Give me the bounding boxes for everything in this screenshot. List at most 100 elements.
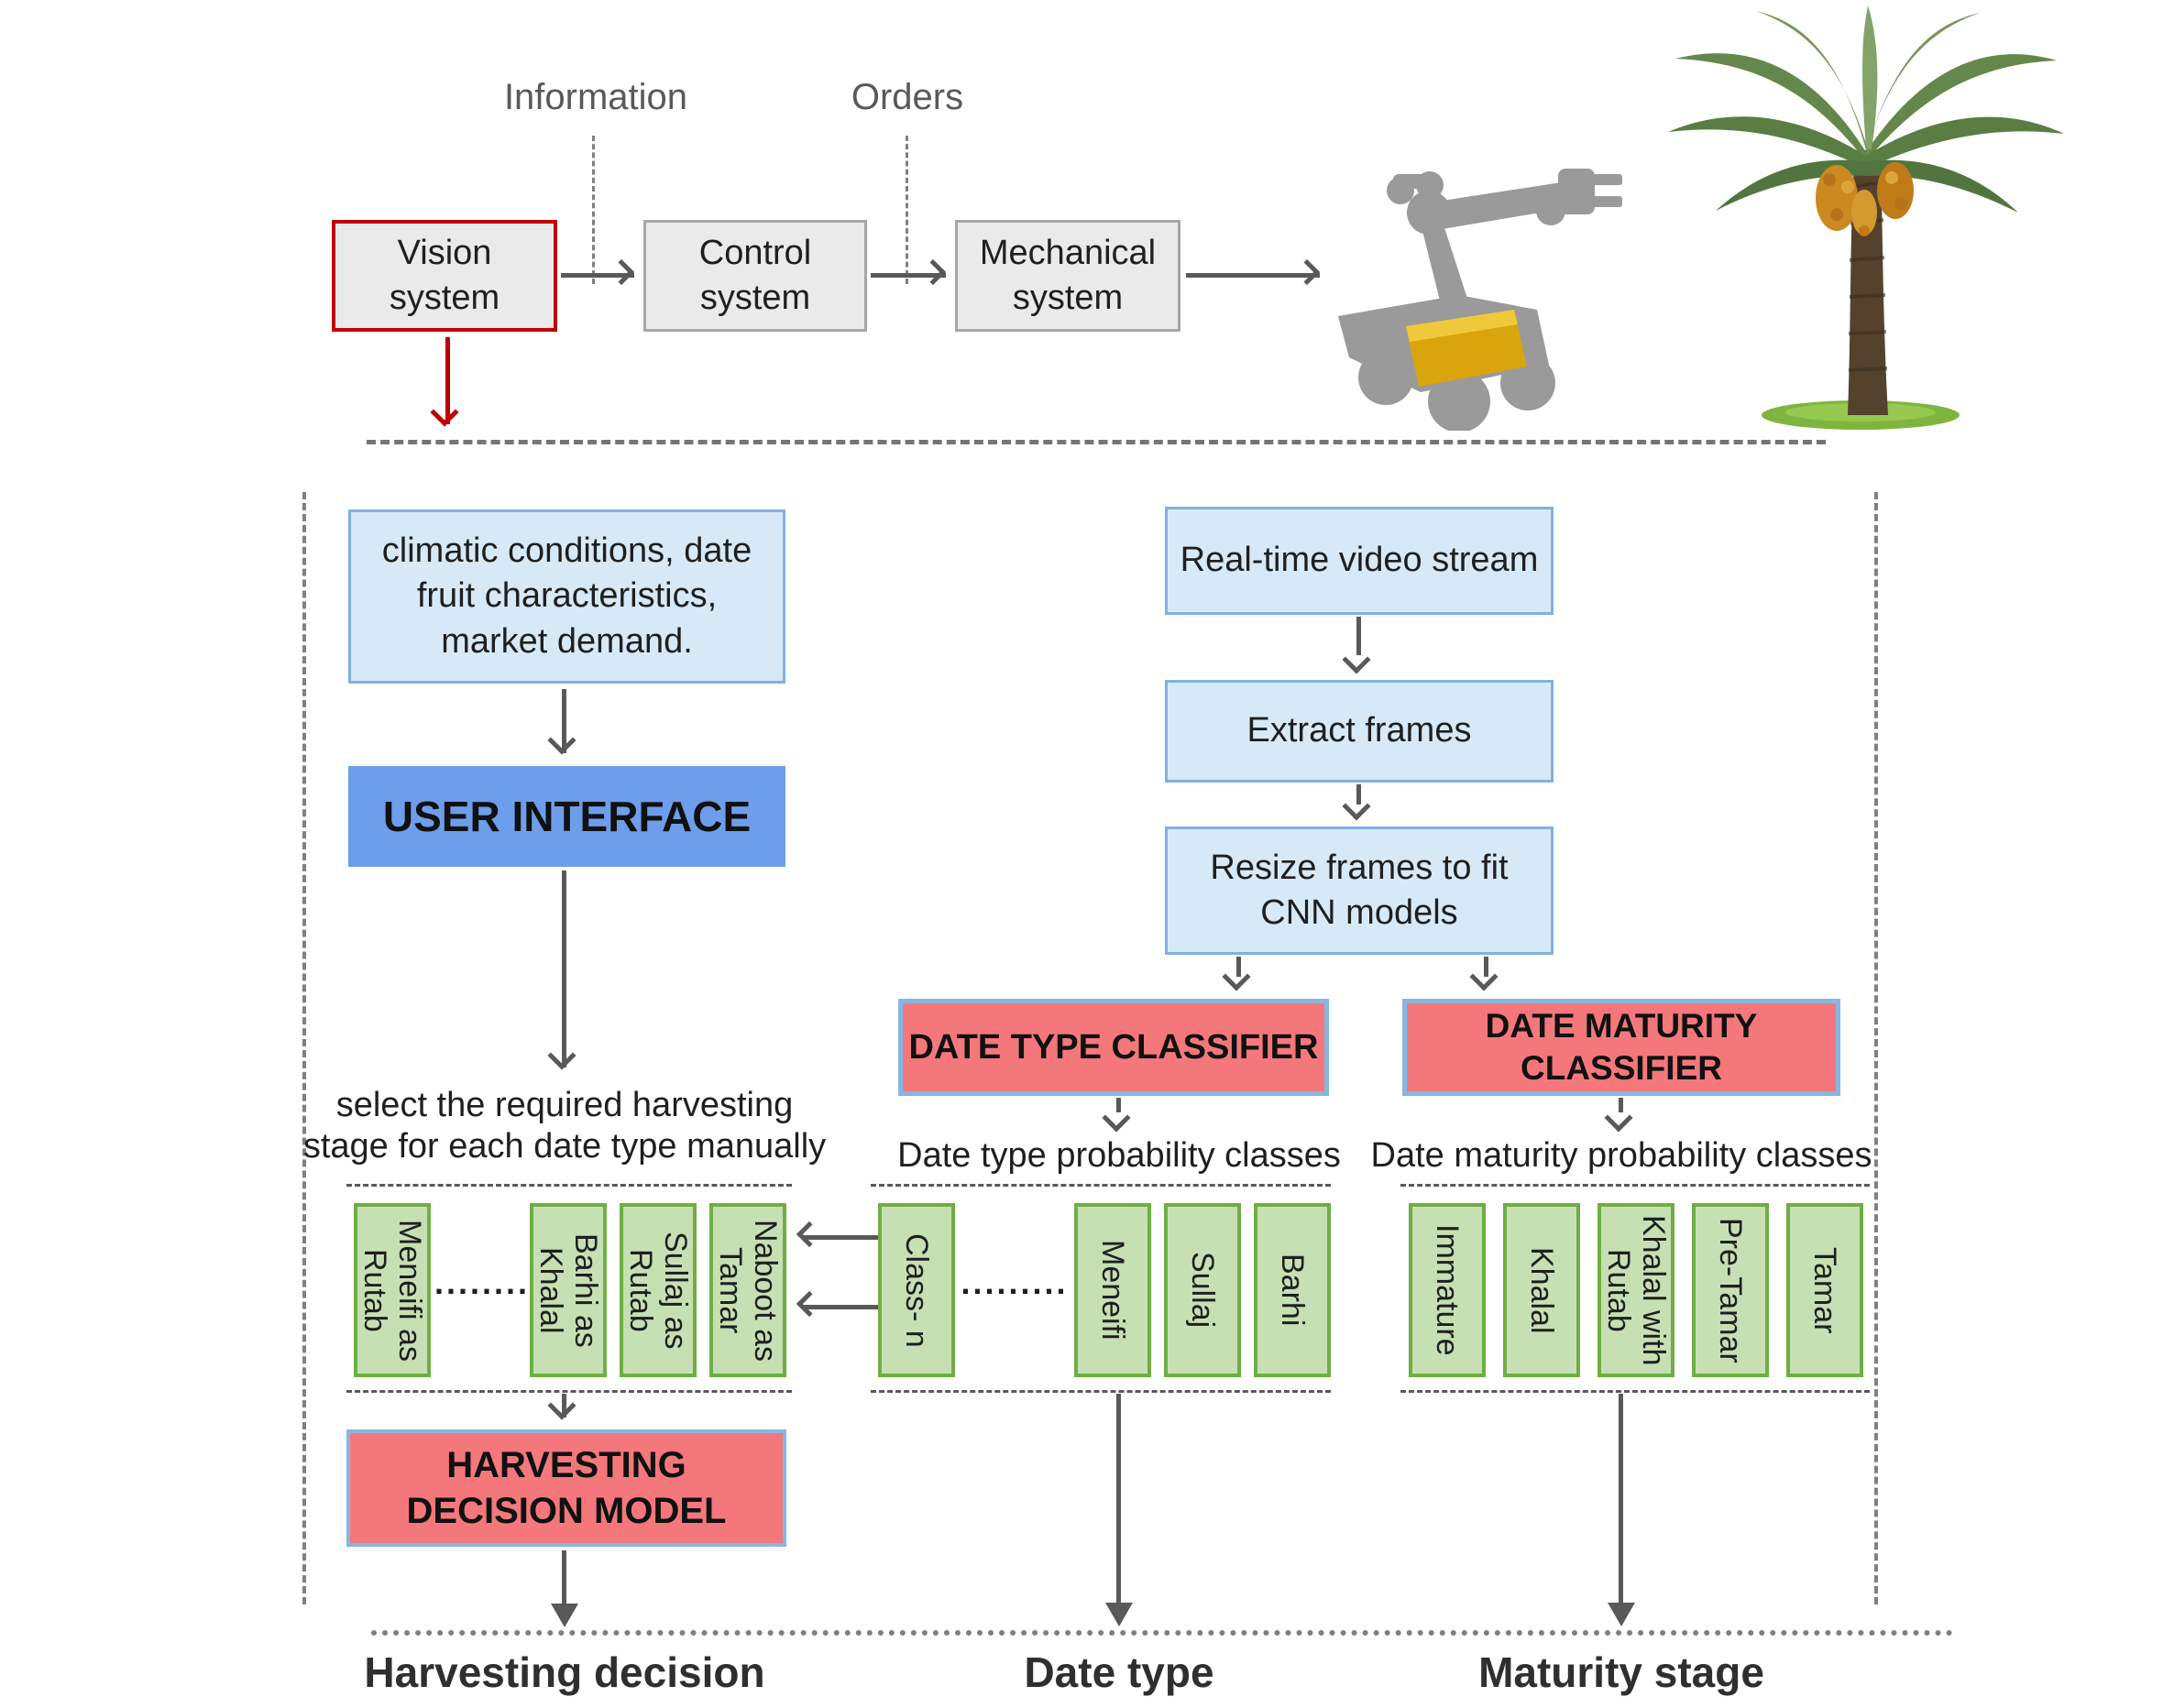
harvest-class-label: Meneifi as Rutab [357, 1219, 428, 1362]
date-type-classifier-label: DATE TYPE CLASSIFIER [908, 1027, 1319, 1067]
type-class-label: Sullaj [1185, 1252, 1221, 1329]
type-class-label: Class- n [899, 1232, 935, 1348]
vision-system-label: Vision system [389, 233, 500, 317]
arrow-head-down-icon [1222, 962, 1251, 991]
arrow-head-down-icon [547, 726, 576, 755]
harvesting-decision-model-box: HARVESTING DECISION MODEL [346, 1429, 786, 1547]
arrow-shaft [1186, 273, 1320, 278]
harvesting-decision-model-label: HARVESTING DECISION MODEL [406, 1445, 727, 1531]
arrow-head-down-icon [1102, 1103, 1131, 1133]
vision-system-box: Vision system [332, 220, 557, 332]
type-class-box: Meneifi [1074, 1203, 1151, 1377]
user-interface-box: USER INTERFACE [348, 766, 785, 867]
vision-subsystem-right-border [1874, 492, 1878, 1604]
maturity-class-label: Khalal [1524, 1246, 1560, 1334]
maturity-class-box: Immature [1409, 1203, 1486, 1377]
arrow-shaft [1116, 1394, 1121, 1604]
user-interface-label: USER INTERFACE [382, 793, 752, 840]
arrow-head-down-icon [1604, 1103, 1633, 1133]
mechanical-system-label: Mechanical system [979, 233, 1157, 317]
arrow-head-down-icon [1342, 792, 1371, 821]
control-system-box: Control system [643, 220, 867, 332]
arrow-shaft [1619, 1394, 1623, 1604]
arrow-head-down-icon [1342, 645, 1371, 674]
harvesting-decision-output-label: Harvesting decision [364, 1648, 765, 1696]
arrow-head-down-icon [547, 1041, 576, 1070]
date-type-output-label: Date type [1024, 1648, 1214, 1696]
climatic-conditions-box: climatic conditions, date fruit characte… [348, 509, 785, 684]
select-harvesting-stage-text: select the required harvesting stage for… [302, 1086, 827, 1166]
maturity-stage-output-label: Maturity stage [1478, 1648, 1764, 1696]
control-system-label: Control system [698, 233, 812, 317]
arrow-shaft [871, 273, 946, 278]
harvest-class-box: Meneifi as Rutab [354, 1203, 431, 1377]
maturity-class-row: Immature Khalal Khalal with Rutab Pre-Ta… [1400, 1184, 1870, 1393]
orders-label: Orders [851, 77, 964, 117]
arrow-shaft [562, 1550, 566, 1605]
maturity-class-label: Immature [1430, 1224, 1466, 1356]
maturity-class-label: Khalal with Rutab [1601, 1214, 1672, 1366]
arrow-head-right-icon [608, 258, 635, 286]
maturity-class-label: Pre-Tamar [1713, 1217, 1749, 1363]
type-class-label: Meneifi [1095, 1240, 1131, 1341]
resize-frames-label: Resize frames to fit CNN models [1210, 848, 1509, 932]
output-dotted-line [371, 1630, 1953, 1636]
ellipsis-dots: ......... [961, 1264, 1069, 1301]
harvest-class-label: Naboot as Tamar [713, 1219, 784, 1362]
maturity-class-box: Tamar [1786, 1203, 1863, 1377]
harvest-class-box: Naboot as Tamar [709, 1203, 786, 1377]
date-maturity-classifier-box: DATE MATURITY CLASSIFIER [1402, 999, 1840, 1096]
arrow-shaft [1356, 784, 1361, 805]
arrow-head-left-icon [796, 1290, 823, 1318]
arrow-shaft [561, 273, 634, 278]
maturity-class-box: Pre-Tamar [1692, 1203, 1769, 1377]
vision-subsystem-left-border [302, 492, 306, 1604]
mechanical-system-box: Mechanical system [955, 220, 1180, 332]
arrow-head-down-icon [1469, 962, 1499, 991]
arrow-shaft [562, 1394, 566, 1418]
arrow-head-filled-icon [1105, 1603, 1133, 1626]
section-separator-dashed-line [367, 440, 1826, 444]
arrow-shaft [1116, 1098, 1121, 1112]
harvest-class-label: Sullaj as Rutab [623, 1231, 694, 1350]
harvest-class-box: Barhi as Khalal [530, 1203, 607, 1377]
maturity-class-label: Tamar [1807, 1246, 1843, 1334]
realtime-video-stream-box: Real-time video stream [1165, 507, 1554, 615]
arrow-shaft [1484, 957, 1488, 977]
arrow-head-filled-icon [1608, 1603, 1635, 1626]
date-type-prob-label: Date type probability classes [897, 1136, 1341, 1175]
arrow-shaft [1236, 957, 1241, 977]
information-dashed-line [592, 136, 595, 284]
arrow-head-left-icon [796, 1221, 823, 1248]
arrow-shaft [1619, 1098, 1623, 1112]
realtime-video-stream-label: Real-time video stream [1180, 541, 1539, 580]
extract-frames-box: Extract frames [1165, 680, 1554, 783]
arrow-shaft [562, 689, 566, 753]
harvest-class-label: Barhi as Khalal [533, 1232, 604, 1348]
maturity-class-box: Khalal with Rutab [1598, 1203, 1674, 1377]
harvesting-robot-icon [1338, 169, 1622, 431]
arrow-shaft [445, 337, 450, 424]
arrow-head-down-icon [430, 398, 459, 427]
type-class-box: Class- n [878, 1203, 955, 1377]
arrow-shaft [803, 1235, 878, 1240]
date-palm-icon [1668, 5, 2064, 430]
maturity-class-box: Khalal [1503, 1203, 1580, 1377]
harvest-class-box: Sullaj as Rutab [620, 1203, 697, 1377]
date-type-class-row: Class- n ......... Meneifi Sullaj Barhi [871, 1184, 1331, 1393]
harvest-selection-row: Meneifi as Rutab ......... Barhi as Khal… [346, 1184, 792, 1393]
climatic-conditions-label: climatic conditions, date fruit characte… [381, 531, 752, 661]
arrow-shaft [803, 1305, 878, 1309]
arrow-shaft [1356, 617, 1361, 655]
arrow-head-right-icon [919, 258, 947, 286]
orders-dashed-line [906, 136, 908, 284]
information-label: Information [503, 77, 688, 117]
date-maturity-prob-label: Date maturity probability classes [1370, 1136, 1872, 1175]
arrow-head-filled-icon [551, 1604, 578, 1627]
extract-frames-label: Extract frames [1246, 711, 1472, 750]
arrow-head-down-icon [547, 1391, 576, 1420]
date-type-classifier-box: DATE TYPE CLASSIFIER [898, 999, 1329, 1096]
type-class-label: Barhi [1275, 1254, 1311, 1327]
date-maturity-classifier-label: DATE MATURITY CLASSIFIER [1485, 1006, 1758, 1087]
type-class-box: Sullaj [1164, 1203, 1241, 1377]
